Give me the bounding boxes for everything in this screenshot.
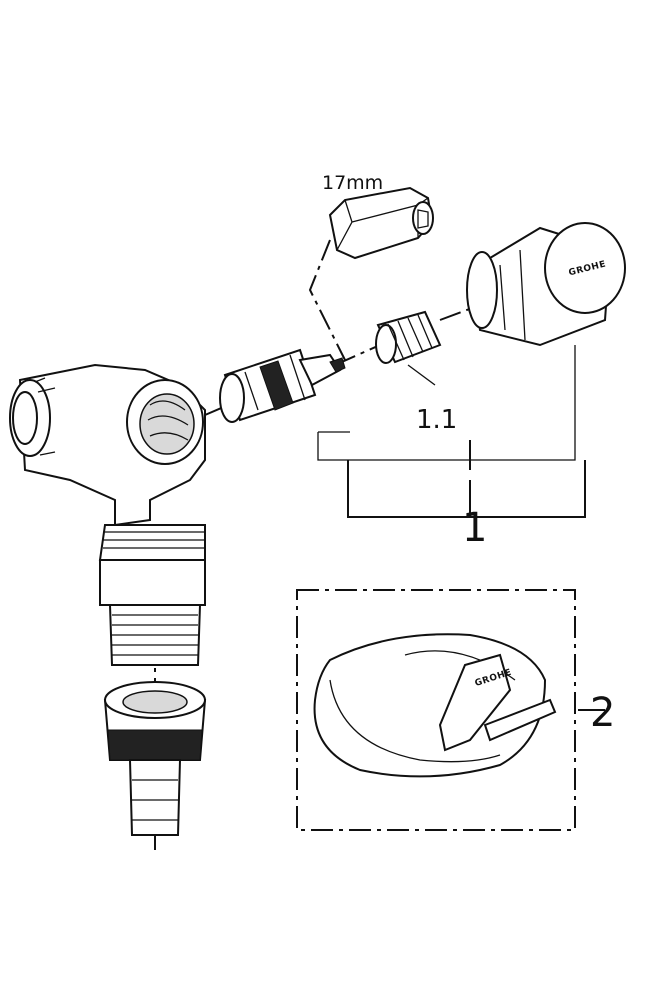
lever-handle-option-box: GROHE xyxy=(296,589,576,831)
part-1-label: 1 xyxy=(462,505,488,551)
wrench-size-label: 17mm xyxy=(322,172,384,194)
part-reference-brackets xyxy=(317,345,605,711)
part-2-label: 2 xyxy=(590,690,616,736)
spline-adapter xyxy=(375,310,442,364)
hose-connector xyxy=(103,681,207,836)
headpart-cartridge xyxy=(219,348,346,423)
valve-body xyxy=(9,363,206,666)
part-1-1-label: 1.1 xyxy=(416,405,458,435)
handle-cap: GROHE xyxy=(466,222,626,347)
hex-socket-wrench-17mm xyxy=(328,186,434,260)
